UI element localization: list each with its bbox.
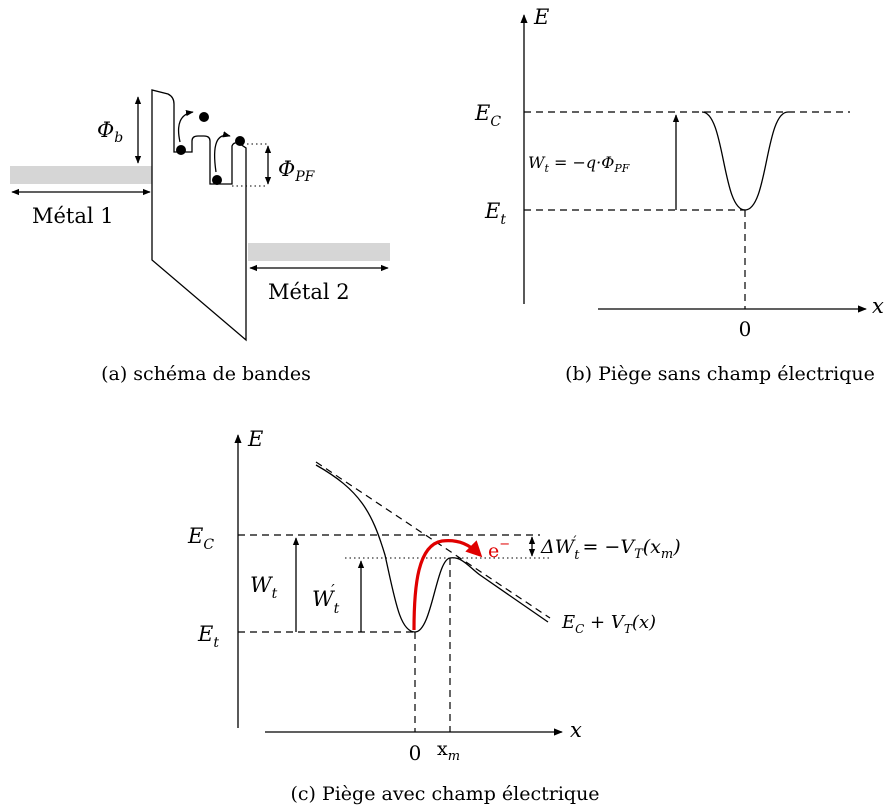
et-label: Et: [197, 622, 219, 651]
origin-label: 0: [739, 317, 752, 341]
field-tilted-ec-dashed: [315, 461, 551, 619]
metal2-fermi-band: [248, 243, 390, 261]
caption-c: (c) Piège avec champ électrique: [290, 783, 599, 805]
ec-label: EC: [474, 101, 501, 130]
panel-b-trap-no-field: E x Wt = −q·ΦPF EC Et 0 (b) Piège sans c…: [474, 5, 884, 385]
caption-a: (a) schéma de bandes: [101, 363, 311, 385]
delta-wt-formula: ΔWt′ = −VT(xm): [540, 534, 681, 563]
caption-b: (b) Piège sans champ électrique: [565, 363, 875, 385]
energy-axis-label: E: [533, 5, 549, 29]
electron-label: e−: [488, 537, 510, 562]
phi-b-label: Φb: [97, 118, 123, 146]
wt-formula: Wt = −q·ΦPF: [528, 153, 630, 175]
tilted-ec-label: EC + VT(x): [561, 612, 656, 636]
insulator-band-outline: [151, 89, 247, 342]
phi-pf-label: ΦPF: [278, 157, 316, 185]
energy-axis-label: E: [247, 427, 263, 451]
metal2-label: Métal 2: [268, 280, 350, 304]
position-axis-label: x: [872, 294, 884, 318]
panel-a-band-diagram: Φb ΦPF Métal 1 Métal 2 (a) schéma de ban…: [10, 89, 390, 385]
electron-emission-path: [412, 539, 483, 631]
trapped-electron-2: [212, 175, 222, 185]
xm-label: xm: [437, 738, 460, 764]
emission-arrow-1: [177, 110, 194, 143]
escaping-electron-2: [235, 136, 245, 146]
ec-label: EC: [187, 524, 214, 553]
trapped-electron-1: [176, 145, 186, 155]
metal1-label: Métal 1: [32, 204, 114, 228]
emission-arrow-2: [213, 131, 231, 173]
metal1-fermi-band: [10, 166, 152, 184]
trap-potential-well: [701, 111, 789, 211]
panel-c-trap-with-field: E x e− ΔWt′ = −VT(xm) EC + VT(x) Wt Wt′ …: [187, 427, 681, 805]
origin-label: 0: [409, 741, 422, 765]
escaping-electron-1: [199, 112, 209, 122]
trap-potential-with-field: [315, 464, 549, 633]
wt-prime-label: Wt′: [312, 581, 340, 617]
et-label: Et: [484, 199, 506, 228]
position-axis-label: x: [570, 718, 582, 742]
wt-label: Wt: [250, 573, 278, 602]
